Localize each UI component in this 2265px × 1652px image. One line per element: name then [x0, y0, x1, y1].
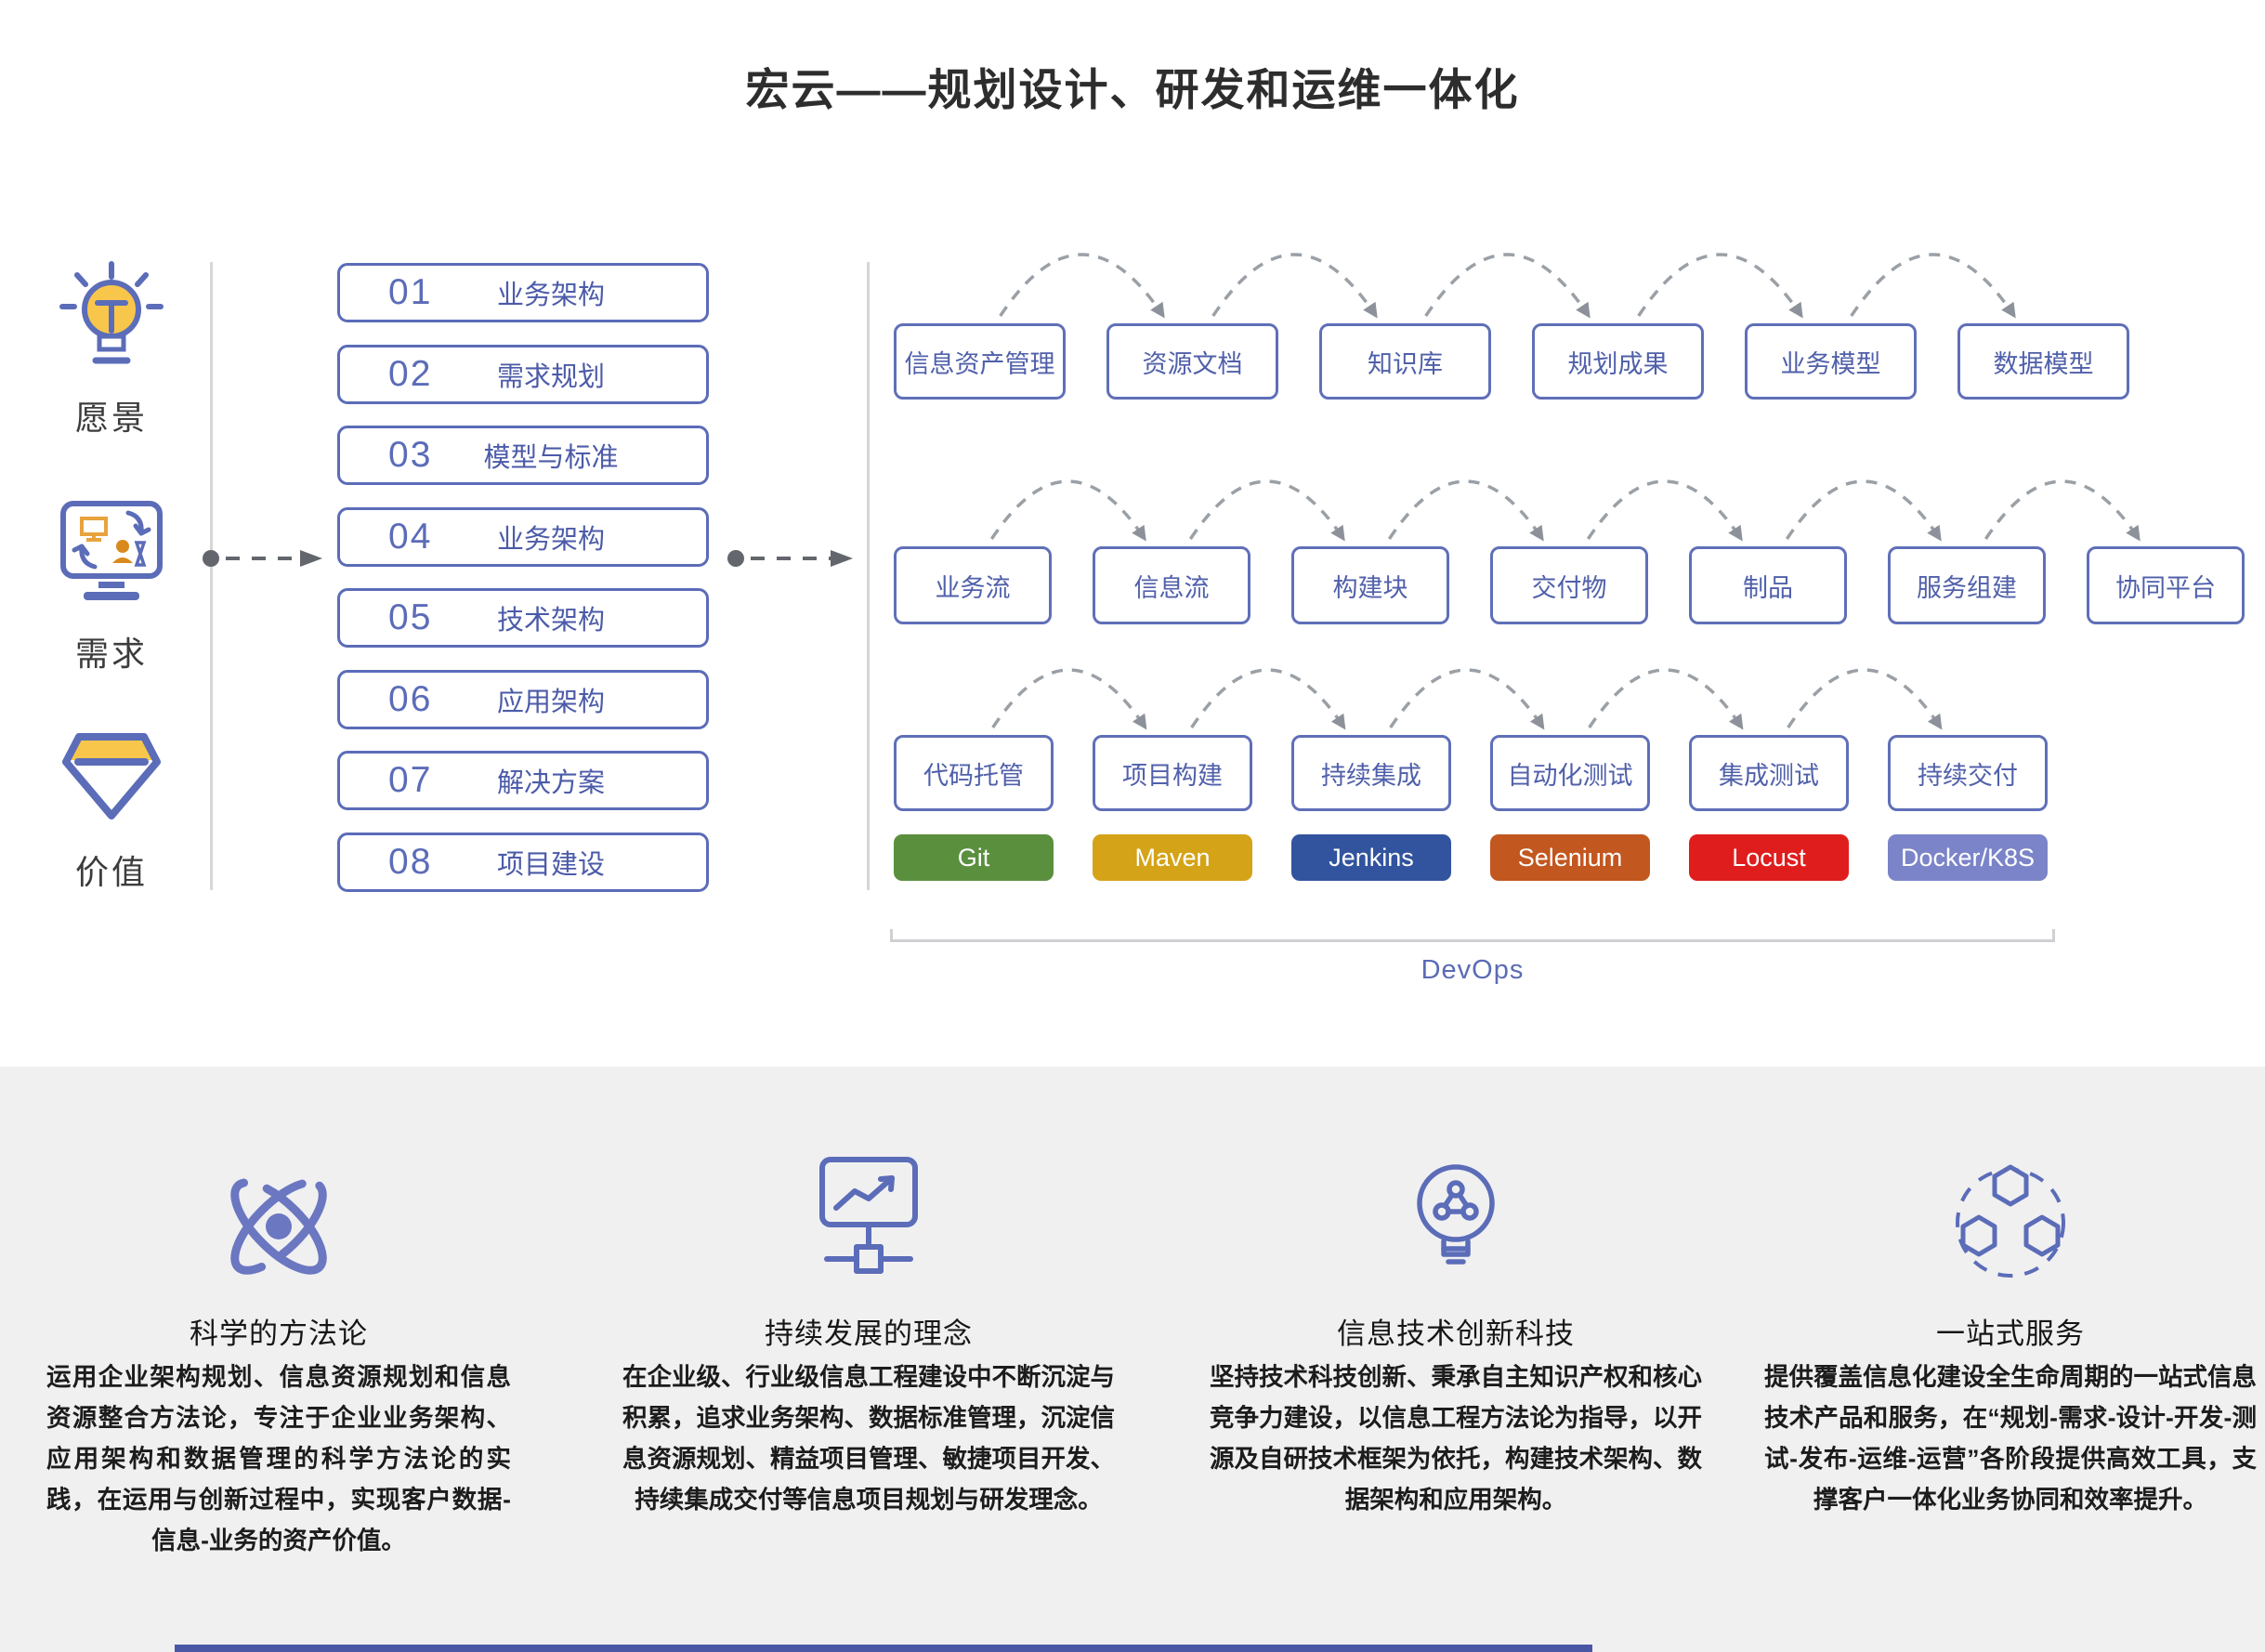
step-item: 01 业务架构: [337, 263, 709, 322]
hexagon-service-icon: [1750, 1152, 2265, 1296]
rail-item-value: 价值: [33, 729, 190, 894]
divider-left: [210, 262, 213, 890]
feature-text: 在企业级、行业级信息工程建设中不断沉淀与积累，追求业务架构、数据标准管理，沉淀信…: [622, 1363, 1115, 1514]
step-label: 解决方案: [496, 768, 605, 798]
steps-list: 01 业务架构 02 需求规划 03 模型与标准 04 业务架构 05 技术架构…: [337, 263, 709, 913]
tool-badge: Jenkins: [1291, 834, 1451, 881]
flow-box: 持续交付: [1888, 735, 2048, 811]
feature-title: 科学的方法论: [190, 1318, 368, 1350]
flow-box: 项目构建: [1093, 735, 1252, 811]
step-label: 项目建设: [496, 849, 605, 880]
bulb-innovation-icon: [1196, 1152, 1716, 1296]
step-number: 08: [388, 841, 433, 882]
step-number: 05: [388, 597, 433, 637]
dashed-arrow-icon: [727, 544, 861, 577]
growth-chart-icon: [609, 1152, 1129, 1296]
dashed-arrow-icon: [202, 544, 332, 577]
rail-label-value: 价值: [74, 853, 148, 891]
flow-row-devops: 代码托管 项目构建 持续集成 自动化测试 集成测试 持续交付: [894, 735, 2048, 811]
divider-right: [867, 262, 870, 890]
step-label: 需求规划: [496, 361, 605, 392]
step-number: 06: [388, 678, 433, 719]
step-item: 02 需求规划: [337, 344, 709, 404]
step-label: 业务架构: [496, 281, 605, 310]
feature-text: 提供覆盖信息化建设全生命周期的一站式信息技术产品和服务，在“规划-需求-设计-开…: [1764, 1363, 2257, 1514]
step-number: 07: [388, 760, 433, 800]
bottom-accent-bar: [175, 1645, 1592, 1652]
feature-column-onestop: 一站式服务 提供覆盖信息化建设全生命周期的一站式信息技术产品和服务，在“规划-需…: [1750, 1067, 2265, 1652]
rail-label-demand: 需求: [74, 635, 148, 673]
flow-box: 业务流: [894, 546, 1052, 624]
feature-title: 一站式服务: [1936, 1318, 2085, 1350]
step-item: 05 技术架构: [337, 588, 709, 648]
step-item: 07 解决方案: [337, 751, 709, 810]
rail-label-vision: 愿景: [74, 399, 148, 437]
step-label: 应用架构: [496, 687, 605, 717]
flow-box: 代码托管: [894, 735, 1054, 811]
flow-box: 交付物: [1490, 546, 1648, 624]
step-label: 业务架构: [496, 524, 605, 555]
feature-text: 运用企业架构规划、信息资源规划和信息资源整合方法论，专注于企业业务架构、应用架构…: [46, 1363, 511, 1554]
monitor-cycle-icon: [46, 501, 177, 608]
flow-box: 信息资产管理: [894, 323, 1066, 400]
step-label: 技术架构: [496, 606, 605, 636]
page-title: 宏云——规划设计、研发和运维一体化: [745, 65, 1520, 114]
flow-box: 数据模型: [1957, 323, 2129, 400]
tool-badge: Docker/K8S: [1888, 834, 2048, 881]
feature-text: 坚持技术科技创新、秉承自主知识产权和核心竞争力建设，以信息工程方法论为指导，以开…: [1210, 1363, 1702, 1514]
step-item: 08 项目建设: [337, 832, 709, 892]
step-item: 04 业务架构: [337, 506, 709, 567]
devops-bracket: [890, 929, 2055, 942]
flow-box: 知识库: [1319, 323, 1491, 400]
flow-box: 信息流: [1093, 546, 1250, 624]
atom-icon: [19, 1152, 539, 1301]
lightbulb-icon: [51, 261, 172, 372]
flow-box: 业务模型: [1745, 323, 1917, 400]
flow-diagram: 信息资产管理 资源文档 知识库 规划成果 业务模型 数据模型 业务流 信息流 构…: [883, 186, 2265, 1003]
rail-item-demand: 需求: [33, 500, 190, 675]
feature-column-innovation: 信息技术创新科技 坚持技术科技创新、秉承自主知识产权和核心竞争力建设，以信息工程…: [1196, 1067, 1716, 1652]
step-item: 06 应用架构: [337, 669, 709, 729]
flow-box: 规划成果: [1532, 323, 1704, 400]
flow-box: 集成测试: [1689, 735, 1849, 811]
step-label: 模型与标准: [483, 443, 619, 473]
flow-box: 自动化测试: [1490, 735, 1650, 811]
features-section: 科学的方法论 运用企业架构规划、信息资源规划和信息资源整合方法论，专注于企业业务…: [0, 1067, 2265, 1652]
flow-box: 资源文档: [1106, 323, 1278, 400]
tool-badges-row: Git Maven Jenkins Selenium Locust Docker…: [894, 834, 2048, 881]
feature-title: 持续发展的理念: [765, 1318, 973, 1350]
flow-box: 持续集成: [1291, 735, 1451, 811]
feature-column-methodology: 科学的方法论 运用企业架构规划、信息资源规划和信息资源整合方法论，专注于企业业务…: [19, 1067, 539, 1652]
tool-badge: Selenium: [1490, 834, 1650, 881]
rail-item-vision: 愿景: [33, 258, 190, 439]
flow-box: 服务组建: [1888, 546, 2046, 624]
feature-title: 信息技术创新科技: [1337, 1318, 1575, 1350]
flow-box: 构建块: [1291, 546, 1449, 624]
tool-badge: Locust: [1689, 834, 1849, 881]
flow-box: 制品: [1689, 546, 1847, 624]
devops-label: DevOps: [1421, 955, 1525, 985]
feature-column-sustainability: 持续发展的理念 在企业级、行业级信息工程建设中不断沉淀与积累，追求业务架构、数据…: [609, 1067, 1129, 1652]
diamond-icon: [56, 733, 167, 826]
step-number: 01: [388, 272, 433, 312]
flow-box: 协同平台: [2087, 546, 2245, 624]
step-number: 04: [388, 516, 433, 557]
step-number: 03: [388, 435, 433, 475]
flow-row-artifacts: 业务流 信息流 构建块 交付物 制品 服务组建 协同平台: [894, 546, 2245, 624]
tool-badge: Git: [894, 834, 1054, 881]
step-number: 02: [388, 353, 433, 394]
flow-row-planning: 信息资产管理 资源文档 知识库 规划成果 业务模型 数据模型: [894, 323, 2129, 400]
step-item: 03 模型与标准: [337, 426, 709, 485]
tool-badge: Maven: [1093, 834, 1252, 881]
